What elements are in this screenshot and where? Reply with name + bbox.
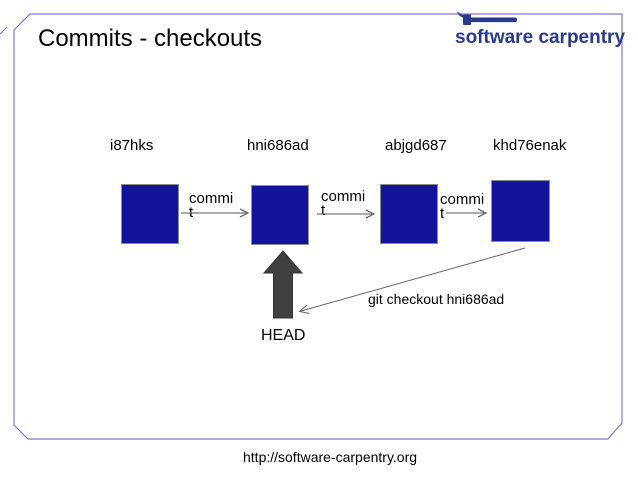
edge-label-line1: commi [440,191,485,208]
commit-node [121,184,179,244]
edge-label-line1: commi [189,190,234,207]
commit-node [491,180,550,242]
checkout-annotation: git checkout hni686ad [368,291,505,307]
edge-label-line1: commi [321,188,366,205]
commit-node [380,184,438,244]
edge-label-line2: t [440,205,445,222]
commit-arrow [446,208,488,218]
slide-title: Commits - checkouts [38,25,263,52]
head-label: HEAD [261,327,306,344]
commit-id-label: khd76enak [493,137,567,154]
head-arrow [262,250,304,319]
commit-id-label: abjgd687 [385,137,447,154]
commit-node [251,185,309,245]
hammer-icon [457,11,517,25]
commit-id-label: i87hks [110,137,154,154]
commit-arrow [317,209,376,219]
footer-url: http://software-carpentry.org [243,449,418,465]
edge-label-line2: t [189,204,194,221]
logo-wordmark: software carpentry [455,27,626,48]
commit-id-label: hni686ad [247,137,309,154]
edge-label-line2: t [321,202,326,219]
